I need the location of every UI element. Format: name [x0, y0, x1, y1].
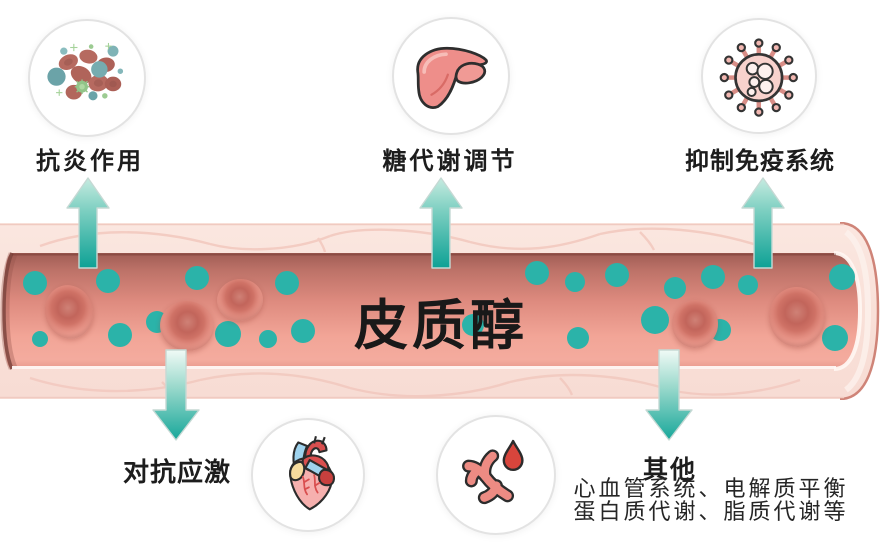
up-arrow [66, 177, 110, 269]
function-label-immune-suppression: 抑制免疫系统 [685, 148, 835, 175]
blood-cells-illustration [47, 43, 124, 101]
blood-cells-icon [28, 19, 146, 137]
virus-icon [701, 18, 817, 134]
blood-vessel-drop-illustration [461, 439, 524, 504]
vessel-title: 皮质醇 [354, 296, 528, 356]
other-functions-detail: 心血管系统、电解质平衡 蛋白质代谢、脂质代谢等 [573, 477, 848, 523]
other-functions-line-2: 蛋白质代谢、脂质代谢等 [573, 499, 849, 524]
heart-illustration [289, 436, 335, 511]
cortisol-dots [23, 261, 855, 351]
liver-illustration [416, 47, 489, 110]
up-arrow [419, 177, 463, 269]
heart-icon [251, 418, 365, 532]
blood-vessel-illustration [0, 222, 880, 400]
liver-icon [392, 17, 510, 135]
function-label-anti-inflammatory: 抗炎作用 [36, 148, 144, 175]
blood-vessel-drop-icon [436, 415, 556, 535]
virus-illustration [719, 38, 799, 117]
up-arrow [741, 177, 785, 269]
function-label-glucose-metabolism: 糖代谢调节 [382, 148, 518, 175]
down-arrow [645, 349, 693, 441]
down-arrow [152, 349, 200, 441]
function-label-stress-resistance: 对抗应激 [122, 457, 232, 487]
function-label-other: 其他 [642, 456, 698, 484]
other-functions-line-1: 心血管系统、电解质平衡 [573, 476, 849, 501]
